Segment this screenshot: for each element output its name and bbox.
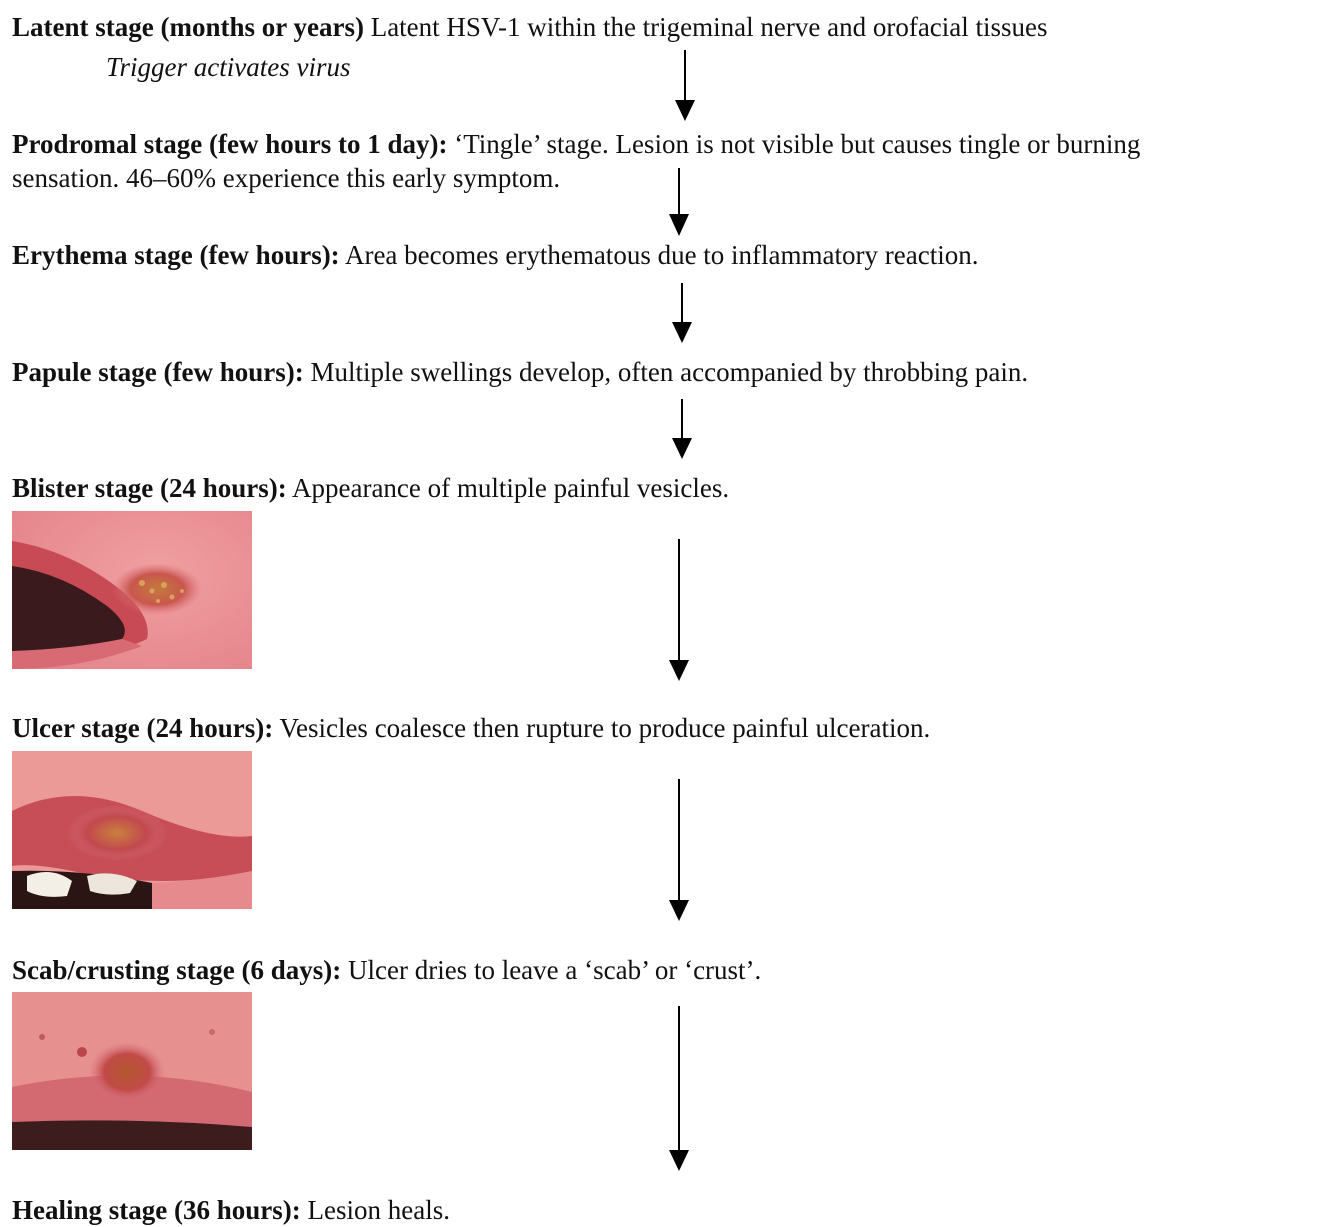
arrow-down-icon — [669, 779, 689, 921]
arrow-down-icon — [675, 50, 695, 121]
arrow-down-icon — [669, 1006, 689, 1171]
arrow-down-icon — [669, 539, 689, 681]
blister-lesion-photo — [12, 511, 252, 669]
arrow-down-icon — [672, 283, 692, 343]
arrow-down-icon — [669, 168, 689, 236]
arrow-down-icon — [672, 399, 692, 459]
scab-lesion-photo — [12, 992, 252, 1150]
ulcer-lesion-photo — [12, 751, 252, 909]
